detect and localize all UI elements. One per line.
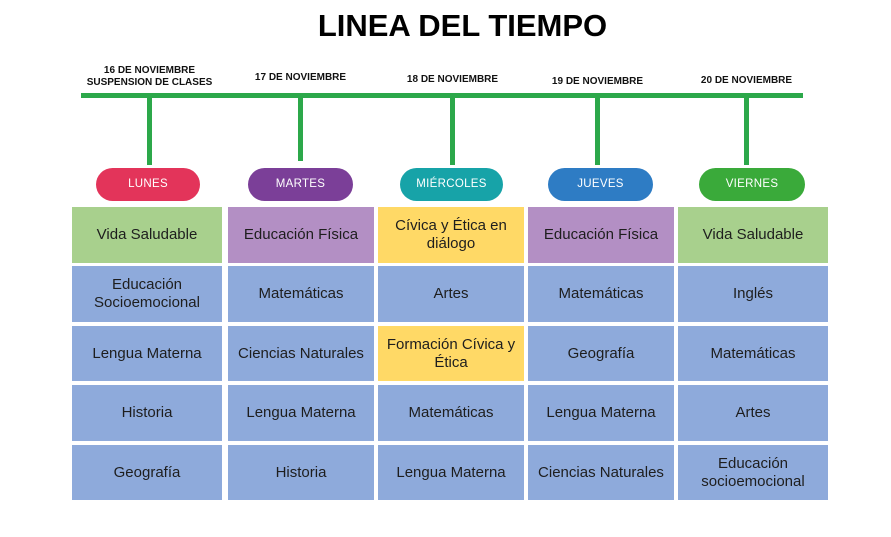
timeline-stem	[450, 97, 455, 165]
subject-cell: Lengua Materna	[378, 445, 524, 500]
subject-cell: Geografía	[72, 445, 222, 500]
timeline-date: 19 DE NOVIEMBRE	[525, 76, 670, 88]
date-note: SUSPENSION DE CLASES	[86, 77, 213, 88]
subject-cell: Vida Saludable	[678, 207, 828, 263]
day-pill-miercoles: MIÉRCOLES	[400, 168, 503, 201]
date-text: 17 DE NOVIEMBRE	[254, 72, 347, 83]
subject-cell: Matemáticas	[528, 266, 674, 322]
day-pill-viernes: VIERNES	[699, 168, 805, 201]
timeline-stem	[298, 97, 303, 161]
date-text: 19 DE NOVIEMBRE	[551, 76, 644, 87]
subject-cell: Educación Física	[528, 207, 674, 263]
day-pill-lunes: LUNES	[96, 168, 200, 201]
date-text: 18 DE NOVIEMBRE	[406, 74, 499, 85]
timeline-axis	[81, 93, 803, 98]
day-pill-martes: MARTES	[248, 168, 353, 201]
timeline-date: 17 DE NOVIEMBRE	[228, 72, 373, 84]
subject-cell: Artes	[378, 266, 524, 322]
subject-cell: Historia	[72, 385, 222, 441]
timeline-date: 18 DE NOVIEMBRE	[380, 74, 525, 86]
date-text: 16 DE NOVIEMBRE	[103, 65, 196, 76]
subject-cell: Vida Saludable	[72, 207, 222, 263]
subject-cell: Matemáticas	[678, 326, 828, 381]
subject-cell: Formación Cívica y Ética	[378, 326, 524, 381]
subject-cell: Geografía	[528, 326, 674, 381]
subject-cell: Lengua Materna	[528, 385, 674, 441]
date-text: 20 DE NOVIEMBRE	[700, 75, 793, 86]
subject-cell: Lengua Materna	[228, 385, 374, 441]
timeline-stem	[147, 97, 152, 165]
subject-cell: Ciencias Naturales	[228, 326, 374, 381]
subject-cell: Lengua Materna	[72, 326, 222, 381]
subject-cell: Cívica y Ética en diálogo	[378, 207, 524, 263]
subject-cell: Matemáticas	[228, 266, 374, 322]
subject-cell: Educación Socioemocional	[72, 266, 222, 322]
subject-cell: Historia	[228, 445, 374, 500]
subject-cell: Educación socioemocional	[678, 445, 828, 500]
timeline-stem	[595, 97, 600, 165]
subject-cell: Ciencias Naturales	[528, 445, 674, 500]
page-title: LINEA DEL TIEMPO	[317, 8, 608, 43]
subject-cell: Artes	[678, 385, 828, 441]
timeline-stem	[744, 97, 749, 165]
subject-cell: Educación Física	[228, 207, 374, 263]
subject-cell: Matemáticas	[378, 385, 524, 441]
day-pill-jueves: JUEVES	[548, 168, 653, 201]
subject-cell: Inglés	[678, 266, 828, 322]
timeline-date: 20 DE NOVIEMBRE	[674, 75, 819, 87]
